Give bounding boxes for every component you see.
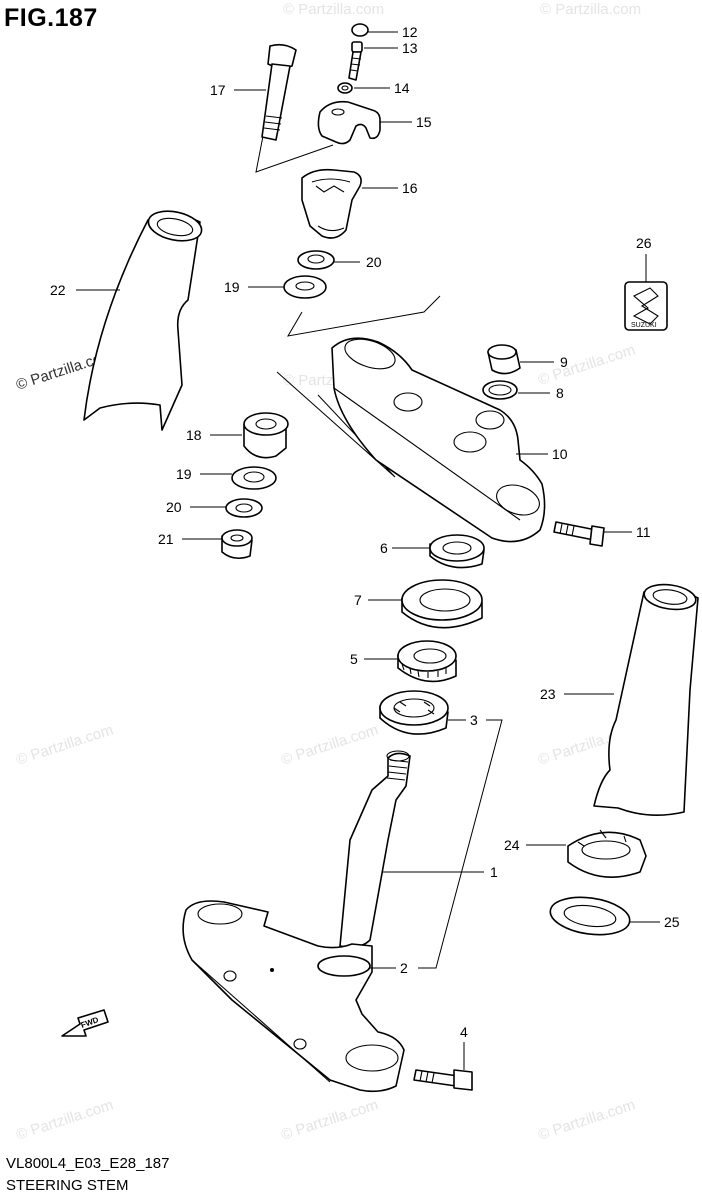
callout-17: 17 — [210, 82, 226, 98]
part-6-steering-nut — [429, 534, 485, 569]
forward-arrow-icon: FWD — [61, 1009, 109, 1037]
part-5-bearing — [397, 640, 457, 683]
watermark-text: © Partzilla.com — [279, 1096, 380, 1143]
callout-2: 2 — [400, 960, 408, 976]
part-20-washer-upper — [297, 250, 335, 270]
part-13-bolt — [348, 41, 363, 81]
callout-22: 22 — [50, 282, 66, 298]
part-17-long-bolt — [261, 43, 297, 141]
callout-18: 18 — [186, 427, 202, 443]
watermark-text: © Partzilla.com — [14, 721, 115, 768]
part-10-upper-bracket — [331, 337, 546, 543]
watermark-text: © Partzilla.com — [540, 1, 641, 18]
callout-25: 25 — [664, 914, 680, 930]
callout-6: 6 — [380, 540, 388, 556]
part-15-handlebar-clamp — [317, 100, 381, 145]
watermark-text: © Partzilla.com — [14, 1096, 115, 1143]
callout-9: 9 — [560, 354, 568, 370]
callout-4: 4 — [460, 1024, 468, 1040]
watermark-text: © Partzilla.com — [536, 1096, 637, 1143]
watermark-text: © Partzilla.com — [279, 721, 380, 768]
callout-23: 23 — [540, 686, 556, 702]
part-2-lower-bracket — [182, 900, 405, 1093]
part-22-fork-cover-left — [83, 210, 203, 431]
part-12-cap — [351, 23, 369, 37]
part-23-fork-cover-right — [593, 583, 699, 816]
watermark-text: © Partzilla.com — [283, 1, 384, 18]
callout-14: 14 — [394, 80, 410, 96]
part-26-emblem: SUZUKI — [624, 281, 668, 331]
part-14-nut — [337, 82, 353, 94]
callout-13: 13 — [402, 40, 418, 56]
figure-title: FIG.187 — [4, 4, 98, 32]
callout-3: 3 — [470, 712, 478, 728]
callout-19-upper: 19 — [224, 279, 240, 295]
callout-7: 7 — [354, 592, 362, 608]
part-9-cap — [487, 344, 521, 375]
callout-24: 24 — [504, 837, 520, 853]
part-20-washer-lower — [225, 498, 263, 518]
part-11-bolt — [553, 521, 605, 547]
callouts: 12 13 14 15 16 17 20 19 22 26 9 8 10 11 … — [50, 24, 680, 1040]
part-16-handlebar-holder — [301, 168, 362, 239]
callout-15: 15 — [416, 114, 432, 130]
part-24-fork-holder — [567, 829, 647, 878]
callout-21: 21 — [158, 531, 174, 547]
part-19-washer-upper — [283, 275, 327, 299]
part-1-steering-stem — [339, 750, 411, 948]
leader-lines — [76, 31, 660, 1070]
callout-1: 1 — [490, 864, 498, 880]
callout-8: 8 — [556, 385, 564, 401]
part-21-nut — [221, 529, 253, 560]
callout-12: 12 — [402, 24, 418, 40]
callout-10: 10 — [552, 446, 568, 462]
callout-20-lower: 20 — [166, 499, 182, 515]
part-8-washer — [482, 380, 518, 400]
part-25-washer — [549, 896, 631, 936]
callout-11: 11 — [636, 524, 651, 540]
callout-20-upper: 20 — [366, 254, 382, 270]
callout-5: 5 — [350, 651, 358, 667]
part-3-bearing — [379, 690, 449, 735]
part-18-bushing — [243, 412, 289, 459]
callout-16: 16 — [402, 180, 418, 196]
emblem-text: SUZUKI — [631, 322, 657, 329]
watermark-text: © Partzilla.com — [536, 341, 637, 388]
section-title: STEERING STEM — [6, 1177, 129, 1194]
part-7-dust-seal — [401, 579, 483, 629]
callout-26: 26 — [636, 235, 652, 251]
callout-19-lower: 19 — [176, 466, 192, 482]
model-code: VL800L4_E03_E28_187 — [6, 1155, 170, 1172]
part-4-bolt — [413, 1069, 473, 1091]
part-19-washer-lower — [231, 466, 277, 490]
